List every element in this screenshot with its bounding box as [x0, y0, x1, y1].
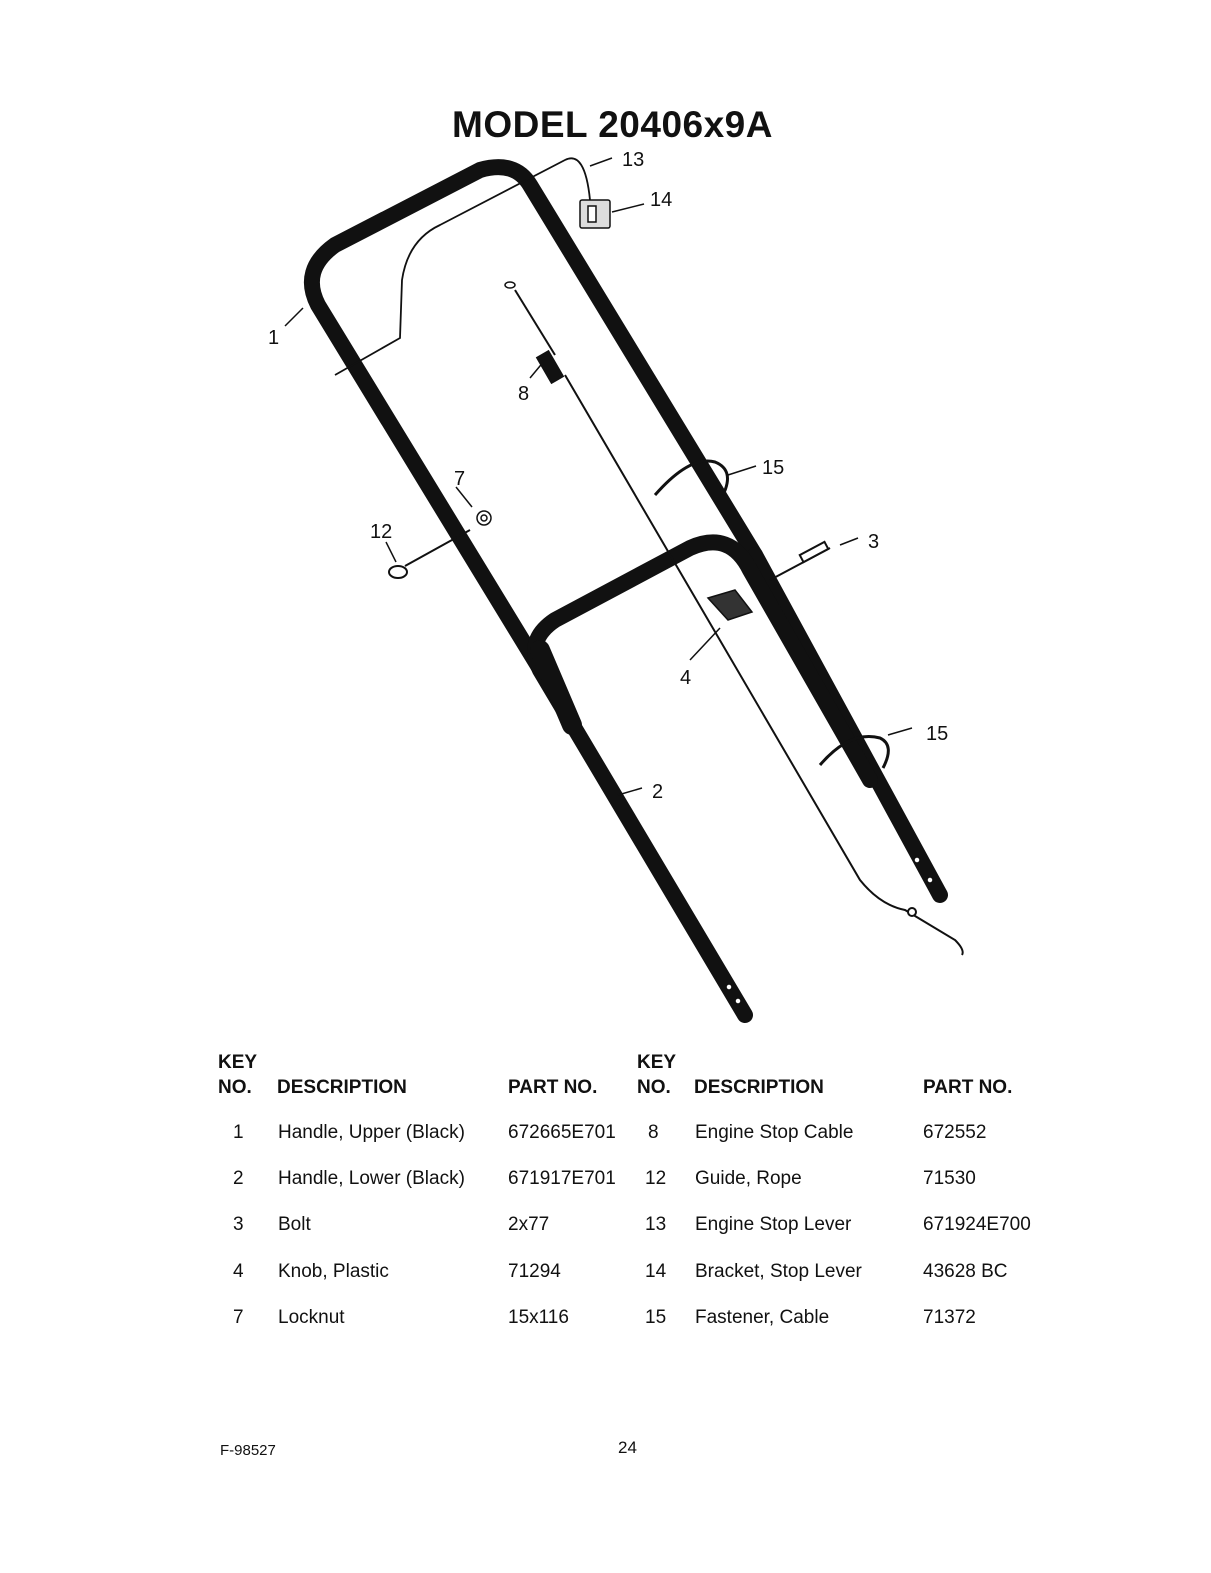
- table-row-part: 672665E701: [508, 1122, 616, 1143]
- table-row-key: 12: [645, 1168, 667, 1189]
- engine-stop-cable-part: [504, 281, 964, 956]
- right-key-header-line2: NO.: [637, 1077, 671, 1098]
- table-row-description: Bracket, Stop Lever: [695, 1261, 862, 1282]
- page-number: 24: [618, 1438, 637, 1457]
- table-row-description: Engine Stop Cable: [695, 1122, 854, 1143]
- callout-3: 3: [868, 531, 879, 553]
- exploded-parts-diagram: 13 14 1 8 7 12 15 3 4 15 2: [268, 149, 964, 1023]
- lower-handle-part: [527, 534, 878, 1023]
- knob-part: [706, 589, 754, 621]
- table-row-description: Locknut: [278, 1307, 345, 1328]
- left-key-header-line2: NO.: [218, 1077, 252, 1098]
- rope-guide-part: [388, 529, 471, 579]
- callout-labels: 13 14 1 8 7 12 15 3 4 15 2: [268, 149, 948, 803]
- table-row-part: 2x77: [508, 1214, 550, 1235]
- table-row-key: 14: [645, 1261, 667, 1282]
- table-row-part: 15x116: [508, 1307, 569, 1328]
- callout-1: 1: [268, 327, 279, 349]
- table-row-part: 671917E701: [508, 1168, 616, 1189]
- right-description-header: DESCRIPTION: [694, 1077, 824, 1098]
- table-row-key: 15: [645, 1307, 667, 1328]
- table-row-part: 71372: [923, 1307, 976, 1328]
- table-row-key: 3: [233, 1214, 244, 1235]
- callout-15-lower: 15: [926, 723, 948, 745]
- locknut-part: [476, 510, 492, 526]
- table-row-description: Fastener, Cable: [695, 1307, 830, 1328]
- left-part-no-header: PART NO.: [508, 1077, 598, 1098]
- table-row-part: 71294: [508, 1261, 561, 1282]
- right-part-no-header: PART NO.: [923, 1077, 1013, 1098]
- table-row-key: 13: [645, 1214, 667, 1235]
- table-row-description: Engine Stop Lever: [695, 1214, 852, 1235]
- cable-fastener-part: [653, 459, 890, 769]
- table-row-part: 671924E700: [923, 1214, 1031, 1235]
- form-number: F-98527: [220, 1442, 276, 1459]
- table-row-description: Knob, Plastic: [278, 1261, 389, 1282]
- callout-15-upper: 15: [762, 457, 784, 479]
- callout-4: 4: [680, 667, 691, 689]
- handle-end-holes: [725, 856, 934, 1005]
- table-row-description: Handle, Upper (Black): [278, 1122, 465, 1143]
- table-row-part: 672552: [923, 1122, 987, 1143]
- callout-8: 8: [518, 383, 529, 405]
- table-row-part: 71530: [923, 1168, 976, 1189]
- table-row-key: 2: [233, 1168, 244, 1189]
- upper-handle-part: [303, 159, 948, 903]
- table-row-description: Guide, Rope: [695, 1168, 802, 1189]
- left-key-header-line1: KEY: [218, 1052, 258, 1073]
- table-row-key: 1: [233, 1122, 244, 1143]
- page-title: MODEL 20406x9A: [452, 104, 773, 145]
- table-row-description: Handle, Lower (Black): [278, 1168, 465, 1189]
- table-row-key: 8: [648, 1122, 659, 1143]
- bolt-part: [769, 540, 831, 581]
- table-row-description: Bolt: [278, 1214, 311, 1235]
- table-row-key: 7: [233, 1307, 244, 1328]
- table-row-key: 4: [233, 1261, 244, 1282]
- table-row-part: 43628 BC: [923, 1261, 1008, 1282]
- stop-lever-bracket-part: [579, 199, 611, 229]
- engine-stop-lever-part: [334, 157, 591, 376]
- left-description-header: DESCRIPTION: [277, 1077, 407, 1098]
- callout-14: 14: [650, 189, 672, 211]
- callout-leaders: [284, 157, 913, 796]
- callout-7: 7: [454, 468, 465, 490]
- callout-13: 13: [622, 149, 644, 171]
- right-key-header-line1: KEY: [637, 1052, 677, 1073]
- callout-12: 12: [370, 521, 392, 543]
- callout-2: 2: [652, 781, 663, 803]
